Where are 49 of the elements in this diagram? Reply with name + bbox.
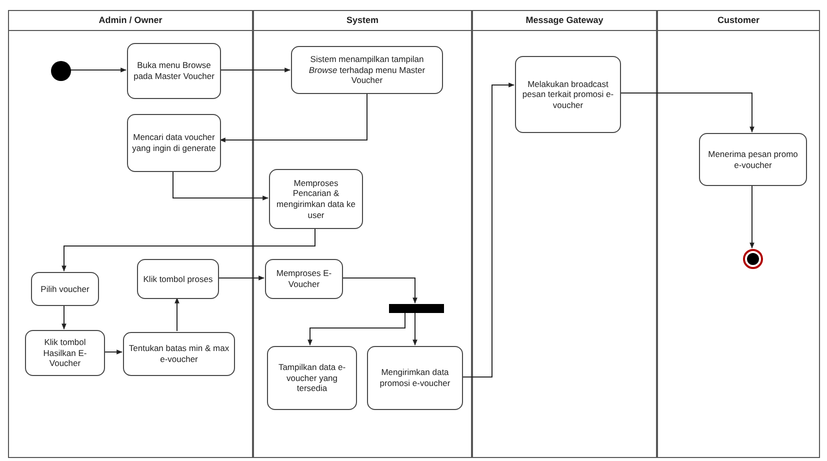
action-text: Klik tombol proses xyxy=(143,274,213,284)
action-box xyxy=(127,114,221,172)
arrow xyxy=(308,312,406,346)
action-box xyxy=(265,259,343,299)
lane-title: Admin / Owner xyxy=(98,14,162,27)
lane-title: Message Gateway xyxy=(526,14,604,27)
arrow xyxy=(104,350,123,354)
lane-title: System xyxy=(346,14,379,27)
action-text: Pilih voucher xyxy=(40,284,90,294)
swimlane xyxy=(472,10,657,458)
arrow xyxy=(218,276,265,280)
action-box xyxy=(699,133,807,186)
arrow xyxy=(62,304,66,330)
swimlane xyxy=(8,10,253,458)
arrow xyxy=(62,228,316,272)
action-text: Sistem menampilkan tampilan Browse terhadap menu Master Voucher xyxy=(308,54,426,86)
action-box xyxy=(31,272,99,306)
swimlane xyxy=(253,10,472,458)
action-text: Melakukan broadcast pesan terkait promosi e-voucher xyxy=(521,78,615,110)
action-box xyxy=(367,346,463,410)
action-text: Menerima pesan promo e-voucher xyxy=(707,148,799,170)
swimlane xyxy=(657,10,820,458)
action-text: Klik tombol Hasilkan E-Voucher xyxy=(42,337,88,369)
action-text: Tentukan batas min & max e-voucher xyxy=(128,343,230,365)
arrow xyxy=(70,68,127,72)
arrow xyxy=(174,297,180,332)
arrow xyxy=(220,68,291,72)
action-text: Mencari data voucher yang ingin di generate xyxy=(132,132,216,154)
arrow xyxy=(219,92,368,142)
arrow xyxy=(412,312,418,346)
arrow xyxy=(172,170,269,200)
action-box xyxy=(515,56,621,133)
action-box xyxy=(25,330,105,376)
action-box xyxy=(291,46,443,94)
arrow xyxy=(750,184,754,249)
arrow xyxy=(462,82,515,378)
action-text: Buka menu Browse pada Master Voucher xyxy=(132,60,216,82)
action-box xyxy=(269,169,363,229)
action-box xyxy=(137,259,219,299)
action-box xyxy=(127,43,221,99)
lane-title: Customer xyxy=(717,14,760,27)
action-text: Tampilkan data e-voucher yang tersedia xyxy=(277,362,347,394)
action-box xyxy=(123,332,235,376)
action-box xyxy=(267,346,357,410)
action-text: Mengirimkan data promosi e-voucher xyxy=(378,367,452,389)
action-text: Memproses Pencarian & mengirimkan data ke user xyxy=(276,178,356,220)
arrow xyxy=(342,278,418,304)
arrow xyxy=(620,92,754,133)
action-text: Memproses E-Voucher xyxy=(275,268,333,290)
